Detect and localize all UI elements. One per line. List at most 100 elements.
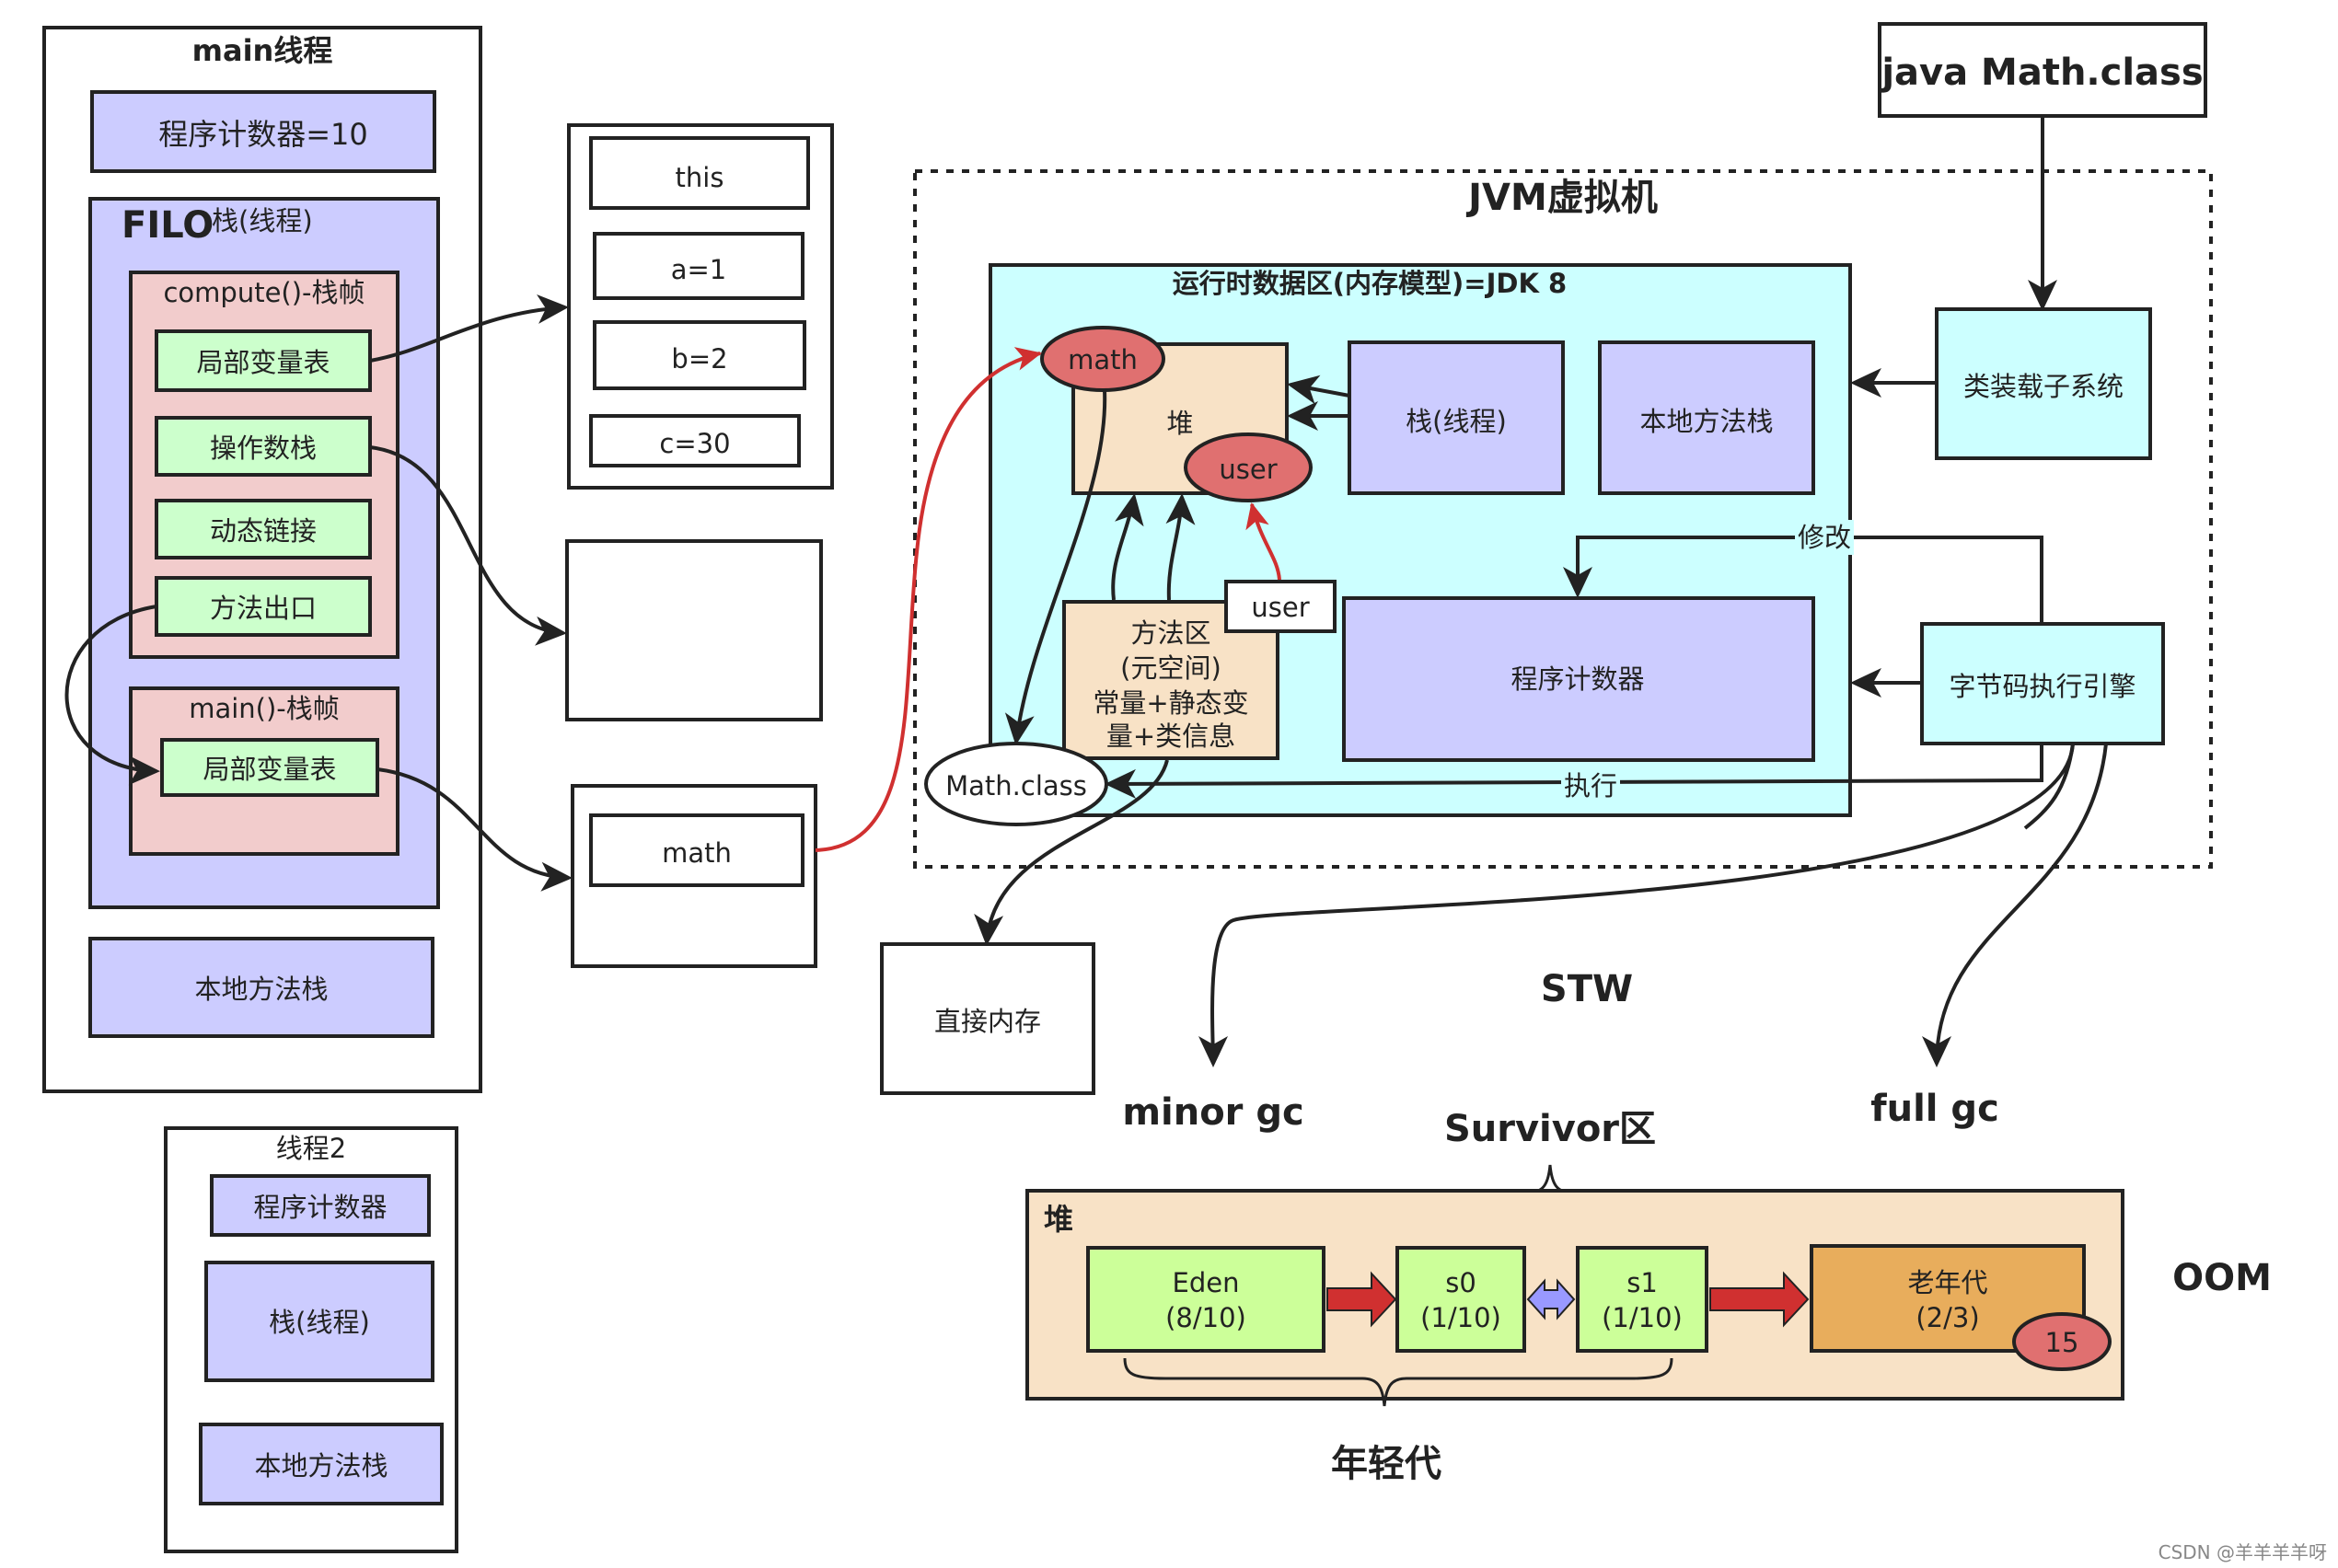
main-vars-arrow bbox=[376, 767, 573, 892]
method-area-line-3: 量+类信息 bbox=[1106, 721, 1235, 752]
heap-math-object bbox=[1040, 326, 1165, 392]
user-tag-box bbox=[1224, 580, 1337, 633]
execute-label-bg bbox=[1561, 767, 1620, 802]
modify-label: 修改 bbox=[1798, 522, 1851, 553]
method-area-line-0: 方法区 bbox=[1130, 617, 1210, 649]
main-thread-title: main线程 bbox=[192, 33, 333, 68]
jvm-stack-box bbox=[1348, 340, 1565, 495]
old-gen-label: 老年代 bbox=[1907, 1267, 1987, 1298]
method-area-line-2: 常量+静态变 bbox=[1093, 687, 1248, 719]
eden-to-s0-arrow bbox=[1326, 1271, 1397, 1328]
main-frame-item-0: 局部变量表 bbox=[203, 754, 336, 785]
s1-to-old-arrow bbox=[1709, 1271, 1810, 1328]
full-gc-label: full gc bbox=[1870, 1088, 1999, 1130]
thread2-item-2: 本地方法栈 bbox=[254, 1450, 388, 1482]
jvm-pc-label: 程序计数器 bbox=[1510, 663, 1644, 695]
math-ref: math bbox=[571, 784, 817, 968]
s0-s1-arrow bbox=[1526, 1278, 1576, 1320]
class-loader-box bbox=[1935, 307, 2152, 460]
main-pc-box bbox=[90, 90, 436, 173]
compute-dynamic-link bbox=[155, 499, 372, 559]
watermark: CSDN @羊羊羊羊呀 bbox=[2159, 1541, 2327, 1563]
main-native-stack-box bbox=[88, 937, 434, 1038]
stack-label: 栈(线程) bbox=[212, 205, 313, 236]
old-gen-ratio: (2/3) bbox=[1916, 1302, 1979, 1333]
jvm-pc-box bbox=[1342, 596, 1815, 762]
heap-label: 堆 bbox=[1166, 408, 1193, 439]
compute-item-0: 局部变量表 bbox=[196, 347, 330, 378]
thread2-title: 线程2 bbox=[276, 1133, 346, 1164]
var-c-box bbox=[589, 414, 801, 467]
thread2-native-box bbox=[199, 1423, 444, 1505]
method-heap-arrow-2 bbox=[1165, 493, 1196, 601]
young-gen-label: 年轻代 bbox=[1331, 1443, 1441, 1485]
age-label: 15 bbox=[2045, 1327, 2079, 1358]
var-b-box bbox=[593, 320, 806, 390]
heap-user-label: user bbox=[1219, 454, 1277, 485]
main-frame-title: main()-栈帧 bbox=[189, 693, 340, 724]
var-this: this bbox=[676, 162, 724, 193]
s0-ratio: (1/10) bbox=[1420, 1302, 1501, 1333]
operand-stack-arrow bbox=[369, 445, 567, 646]
jvm-stack-label: 栈(线程) bbox=[1406, 406, 1507, 437]
stw-label: STW bbox=[1541, 968, 1633, 1010]
thread2-pc-box bbox=[210, 1174, 431, 1237]
main-pc-label: 程序计数器=10 bbox=[158, 117, 368, 152]
direct-memory-arrow bbox=[974, 759, 1169, 946]
s1-ratio: (1/10) bbox=[1602, 1302, 1683, 1333]
thread2-stack-box bbox=[204, 1261, 434, 1382]
eden-box bbox=[1086, 1246, 1325, 1353]
var-this-box bbox=[589, 136, 810, 210]
jvm-native-stack-box bbox=[1598, 340, 1815, 495]
gc-heap-title: 堆 bbox=[1044, 1202, 1073, 1237]
minor-gc-arrow-tail bbox=[2023, 743, 2075, 830]
var-a: a=1 bbox=[671, 254, 727, 285]
java-cmd-box bbox=[1878, 22, 2207, 118]
stack-heap-arrow-1 bbox=[1287, 375, 1350, 405]
minor-gc-arrow bbox=[1198, 743, 2075, 1067]
main-local-vars bbox=[160, 738, 379, 797]
s0-label: s0 bbox=[1445, 1267, 1476, 1298]
main-thread: main线程 程序计数器=10 FILO 栈(线程) compute()-栈帧 … bbox=[42, 26, 482, 1093]
jvm-title: JVM虚拟机 bbox=[1465, 177, 1658, 219]
full-gc-arrow bbox=[1922, 743, 2108, 1067]
s1-box bbox=[1576, 1246, 1708, 1353]
user-heap-arrow bbox=[1245, 502, 1281, 581]
math-ref-box bbox=[589, 813, 804, 887]
method-heap-arrow-1 bbox=[1111, 493, 1144, 601]
direct-memory-box bbox=[880, 942, 1095, 1095]
return-arrow bbox=[64, 605, 160, 786]
compute-local-vars bbox=[155, 329, 372, 392]
thread2: 线程2 程序计数器 栈(线程) 本地方法栈 bbox=[164, 1126, 458, 1553]
math-class-label: Math.class bbox=[945, 770, 1087, 801]
thread2-item-0: 程序计数器 bbox=[253, 1192, 387, 1223]
s0-box bbox=[1395, 1246, 1526, 1353]
compute-frame-title: compute()-栈帧 bbox=[163, 277, 365, 308]
operand-stack-box bbox=[565, 539, 823, 721]
compute-item-2: 动态链接 bbox=[210, 515, 317, 547]
math-ref-label: math bbox=[662, 837, 732, 869]
object-class-arrow bbox=[1004, 389, 1107, 745]
jvm-native-stack-label: 本地方法栈 bbox=[1639, 406, 1773, 437]
age-badge bbox=[2012, 1312, 2112, 1371]
main-native-stack-label: 本地方法栈 bbox=[194, 974, 328, 1005]
math-ref-arrow bbox=[815, 347, 1042, 852]
survivor-label: Survivor区 bbox=[1444, 1108, 1656, 1150]
java-cmd-label: java Math.class bbox=[1880, 52, 2203, 94]
heap-math-label: math bbox=[1068, 344, 1138, 375]
compute-item-1: 操作数栈 bbox=[210, 432, 317, 464]
heap-user-object bbox=[1184, 432, 1313, 502]
user-tag-label: user bbox=[1251, 592, 1309, 623]
var-b: b=2 bbox=[671, 343, 727, 375]
minor-gc-label: minor gc bbox=[1122, 1091, 1303, 1134]
s1-label: s1 bbox=[1626, 1267, 1658, 1298]
compute-operand-stack bbox=[155, 416, 372, 477]
thread2-item-1: 栈(线程) bbox=[269, 1307, 370, 1338]
execute-label: 执行 bbox=[1564, 770, 1617, 801]
direct-memory-label: 直接内存 bbox=[934, 1006, 1041, 1037]
eden-label: Eden bbox=[1173, 1267, 1240, 1298]
class-loader-label: 类装载子系统 bbox=[1963, 371, 2124, 402]
jvm-border bbox=[913, 169, 2213, 869]
stack-filo-label: FILO bbox=[122, 204, 214, 247]
